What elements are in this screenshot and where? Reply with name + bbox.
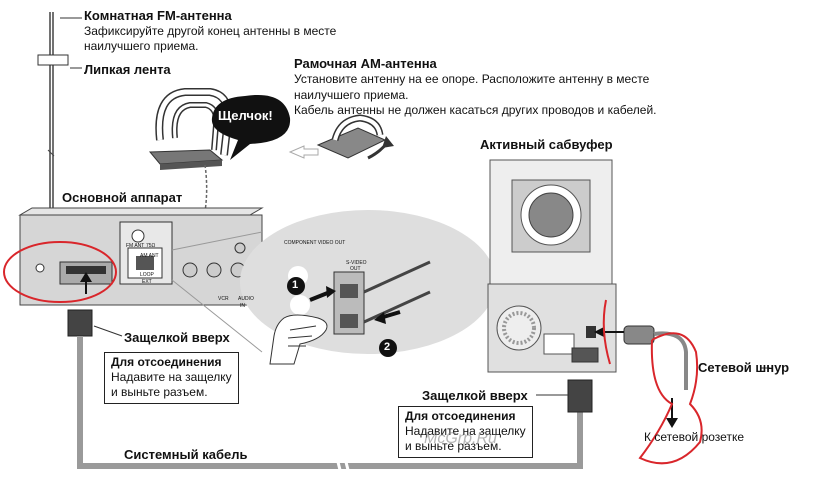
am-antenna-title: Рамочная АМ-антенна [294, 56, 437, 71]
power-cord-highlight [638, 332, 703, 465]
adhesive-tape [37, 54, 69, 66]
panel-vcr: VCR [218, 296, 229, 302]
disconnect-note-left: Для отсоединения Надавите на защелку и в… [104, 352, 239, 404]
am-antenna-line-3: Кабель антенны не должен касаться других… [294, 103, 657, 117]
disconnect-left-line-1: Надавите на защелку [111, 370, 232, 384]
power-cord [594, 325, 688, 428]
panel-am-ant: AM ANT [140, 253, 159, 259]
panel-out: OUT [350, 266, 361, 272]
disconnect-right-title: Для отсоединения [405, 409, 516, 423]
tape-label: Липкая лента [84, 62, 171, 77]
disconnect-note-right: Для отсоединения Надавите на защелку и в… [398, 406, 533, 458]
panel-audio: AUDIO [238, 296, 254, 302]
fm-antenna-instruction-2: наилучшего приема. [84, 39, 199, 53]
panel-loop: LOOP [140, 272, 154, 278]
connector-highlight-left [3, 241, 117, 303]
disconnect-right-line-2: и выньте разъем. [405, 439, 502, 453]
disconnect-right-line-1: Надавите на защелку [405, 424, 526, 438]
assembly-arrow [288, 145, 319, 159]
panel-ext: EXT [142, 279, 152, 285]
disconnect-left-title: Для отсоединения [111, 355, 222, 369]
system-cable-label: Системный кабель [124, 447, 248, 462]
outlet-label: К сетевой розетке [644, 430, 744, 444]
panel-in: IN [240, 303, 245, 309]
main-unit-label: Основной аппарат [62, 190, 183, 205]
panel-s-video: S-VIDEO [346, 260, 367, 266]
panel-component: COMPONENT VIDEO OUT [284, 240, 346, 246]
power-cord-label: Сетевой шнур [698, 360, 790, 375]
zoom-detail [171, 210, 496, 365]
latch-up-left: Защелкой вверх [124, 330, 230, 345]
main-unit-drawing [18, 207, 264, 306]
fm-antenna-instruction-1: Зафиксируйте другой конец антенны в мест… [84, 24, 337, 38]
watermark: McGrp.Ru [424, 430, 497, 447]
panel-fm-ant: FM ANT [126, 243, 145, 249]
am-antenna-line-2: наилучшего приема. [294, 88, 409, 102]
step-2-number: 2 [384, 341, 391, 353]
fm-antenna-title: Комнатная FM-антенна [84, 8, 232, 23]
disconnect-left-line-2: и выньте разъем. [111, 385, 208, 399]
system-cable [67, 309, 593, 475]
click-bubble-text: Щелчок! [218, 108, 273, 123]
step-1-number: 1 [292, 279, 299, 291]
am-antenna-stand [316, 114, 394, 160]
subwoofer-label: Активный сабвуфер [480, 137, 613, 152]
click-bubble [211, 94, 291, 160]
am-antenna-line-1: Установите антенну на ее опоре. Располож… [294, 72, 650, 86]
panel-fm-ant-ohm: 75Ω [146, 243, 156, 249]
subwoofer-drawing [487, 159, 617, 373]
latch-up-right: Защелкой вверх [422, 388, 528, 403]
